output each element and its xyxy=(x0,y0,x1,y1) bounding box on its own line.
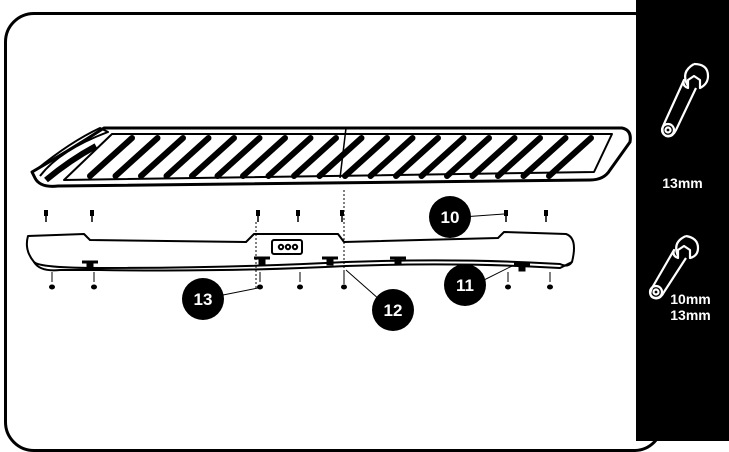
rail-foot-stud xyxy=(518,262,526,272)
slat xyxy=(214,135,263,179)
tools-sidebar: 13mm 10mm 13mm xyxy=(636,0,729,441)
svg-text:11: 11 xyxy=(456,276,474,295)
slat xyxy=(163,135,212,179)
slat xyxy=(342,135,390,179)
tool-size-label-1: 13mm xyxy=(662,175,703,191)
rail-feet-group xyxy=(82,256,530,272)
bolt-top xyxy=(90,210,94,216)
slat xyxy=(316,135,365,179)
slat xyxy=(393,135,441,179)
slat xyxy=(87,135,135,179)
wrench-icon xyxy=(648,234,700,300)
bolt-top xyxy=(44,210,48,216)
bolt-top xyxy=(544,210,548,216)
nut xyxy=(49,284,55,290)
bolt-top xyxy=(340,210,344,216)
callout-10: 10 xyxy=(429,196,471,238)
slat xyxy=(367,135,416,179)
svg-text:13: 13 xyxy=(194,290,213,309)
mounting-rail xyxy=(25,231,575,272)
guide-lines xyxy=(255,190,345,290)
rail-foot-stud xyxy=(394,256,402,266)
rail-foot-stud xyxy=(258,256,266,266)
rail-foot-stud xyxy=(86,260,94,270)
slat xyxy=(240,135,288,179)
slat xyxy=(189,135,237,179)
tool-size-label-2a: 10mm xyxy=(670,291,711,307)
bolt-top xyxy=(256,210,260,216)
leader-lines xyxy=(217,213,513,301)
slat xyxy=(291,135,339,179)
rail-foot-stud xyxy=(326,256,334,266)
tool-size-label-2b: 13mm xyxy=(670,307,711,323)
svg-text:12: 12 xyxy=(384,301,403,320)
bolt-top xyxy=(504,210,508,216)
slat xyxy=(112,135,161,179)
slat xyxy=(469,135,518,179)
nut xyxy=(91,284,97,290)
slat xyxy=(138,135,186,179)
svg-text:10: 10 xyxy=(441,208,460,227)
assembly-drawing: 10 11 12 13 xyxy=(25,126,632,331)
bolt-top xyxy=(296,210,300,216)
bolts-top-group xyxy=(44,210,548,222)
callout-13: 13 xyxy=(182,278,224,320)
slat xyxy=(265,135,314,179)
slat xyxy=(546,135,594,179)
nut xyxy=(547,284,553,290)
slat xyxy=(418,135,467,179)
slat xyxy=(495,135,543,179)
nut xyxy=(297,284,303,290)
slats-group xyxy=(87,135,594,179)
wrench-icon xyxy=(660,62,710,138)
nut xyxy=(505,284,511,290)
slat xyxy=(444,135,492,179)
nut xyxy=(257,284,263,290)
slat xyxy=(520,135,569,179)
roof-rack-platform xyxy=(30,126,632,188)
callout-11: 11 xyxy=(444,264,486,306)
callout-12: 12 xyxy=(372,289,414,331)
